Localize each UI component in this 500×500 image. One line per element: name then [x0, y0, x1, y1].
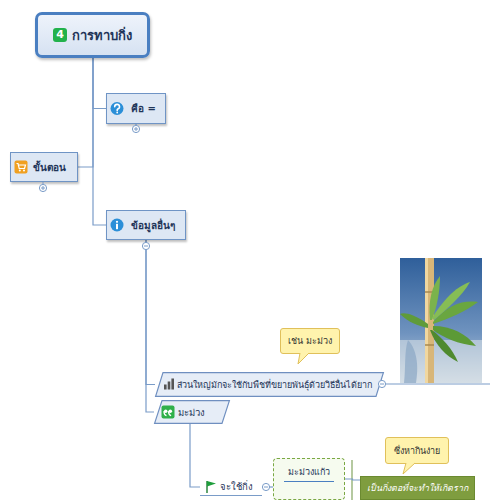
branch-connector — [190, 424, 200, 487]
callout-tail — [403, 463, 415, 474]
underline-topic: จะใช้กิ่ง — [200, 478, 262, 496]
parallelogram-topic: ส่วนใหญ่มักจะใช้กับพืชที่ขยายพันธุ์ด้วยว… — [155, 372, 384, 397]
chart-icon — [164, 379, 174, 390]
topic-text: ข้อมูลอื่นๆ — [131, 218, 175, 233]
plant-photo — [400, 258, 482, 383]
olive-topic: เป็นกิ่งตอที่จะทำให้เกิดราก — [360, 476, 475, 500]
topic-text: ซึ่งหากินง่าย — [394, 444, 440, 458]
callout-note: เช่น มะม่วง — [280, 328, 340, 354]
topic-text: ส่วนใหญ่มักจะใช้กับพืชที่ขยายพันธุ์ด้วยว… — [177, 378, 372, 392]
branch-connector — [93, 58, 106, 109]
dashed-group-box: มะม่วงแก้ว — [273, 458, 345, 500]
topic-text: มะม่วงแก้ว — [284, 465, 334, 482]
topic-box: ข้อมูลอื่นๆ — [106, 210, 186, 240]
collapse-button — [262, 483, 269, 490]
number-badge: 4 — [53, 28, 67, 42]
leader-lines — [136, 124, 490, 500]
expand-button — [39, 182, 46, 192]
branch-connector — [93, 58, 106, 225]
callout-note: ซึ่งหากินง่าย — [385, 437, 449, 464]
collapse-buttons — [39, 124, 385, 491]
branch-connector — [146, 240, 155, 385]
topic-text: เช่น มะม่วง — [288, 334, 332, 348]
collapse-button — [142, 242, 149, 249]
topic-box: คือ = — [106, 93, 166, 124]
topic-text: การทาบกิ่ง — [72, 25, 132, 46]
branch-connector — [146, 240, 154, 412]
collapse-button — [378, 380, 385, 387]
branch-connector — [262, 486, 273, 487]
branch-connector — [78, 58, 93, 167]
topic-text: คือ = — [131, 101, 156, 116]
topic-text: ขั้นตอน — [33, 160, 66, 175]
info-icon — [111, 219, 124, 232]
topic-text: จะใช้กิ่ง — [220, 479, 253, 494]
root-topic: 4 การทาบกิ่ง — [35, 12, 150, 58]
question-icon — [111, 102, 124, 115]
topic-text: มะม่วง — [178, 405, 205, 420]
callout-tail — [298, 353, 309, 364]
flag-icon — [207, 481, 216, 493]
branch-connector — [345, 479, 360, 480]
cart-icon — [15, 161, 28, 174]
parallelogram-topic: มะม่วง — [154, 400, 230, 424]
quote-icon — [162, 406, 175, 419]
topic-box: ขั้นตอน — [10, 152, 78, 182]
expand-button — [132, 124, 139, 133]
topic-text: เป็นกิ่งตอที่จะทำให้เกิดราก — [367, 481, 468, 495]
